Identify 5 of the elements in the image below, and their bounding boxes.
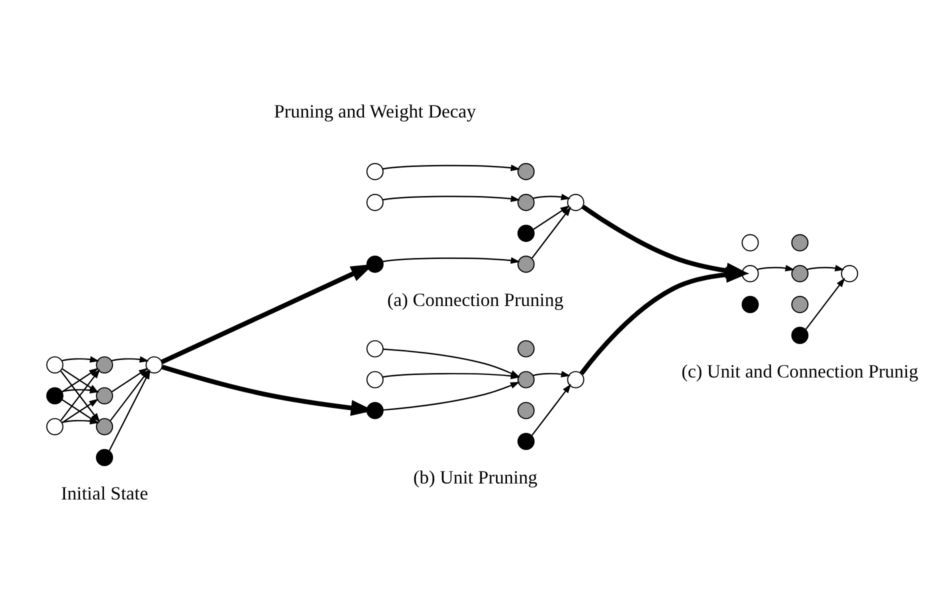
label: Pruning and Weight Decay <box>274 102 476 122</box>
label: Initial State <box>60 483 148 504</box>
label: (b) Unit Pruning <box>413 467 538 488</box>
label: (a) Connection Pruning <box>387 290 564 312</box>
label: (c) Unit and Connection Prunig <box>681 361 918 382</box>
